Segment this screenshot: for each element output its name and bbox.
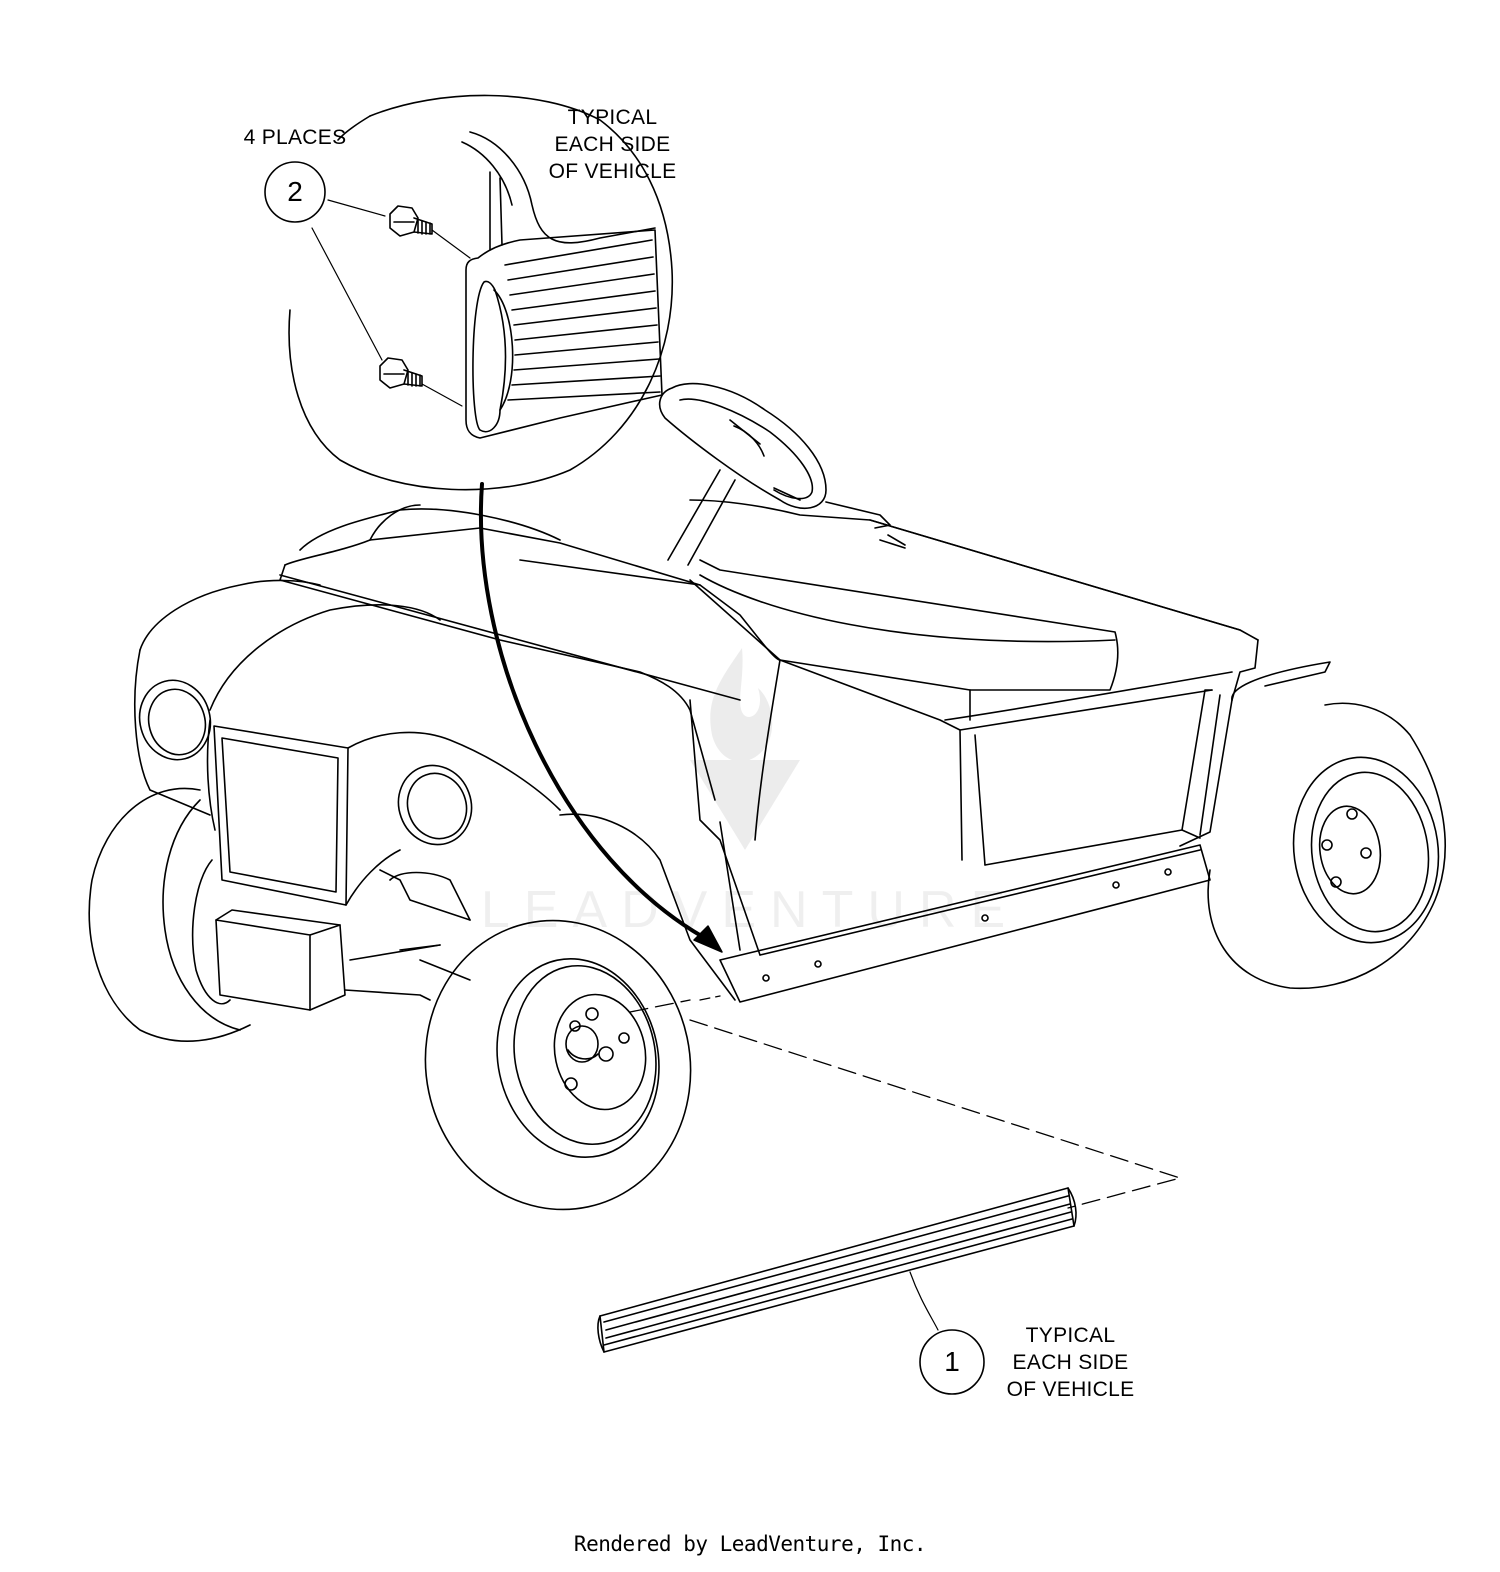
detail-note-line: EACH SIDE	[554, 133, 671, 156]
callout-circle-2	[264, 161, 326, 223]
trim-molding-strip	[597, 1187, 1077, 1353]
callout-1-number: 1	[944, 1346, 960, 1377]
part-note: TYPICAL EACH SIDE OF VEHICLE	[993, 1322, 1148, 1403]
part-note-line: EACH SIDE	[1012, 1351, 1129, 1374]
detail-note-line: OF VEHICLE	[548, 160, 677, 183]
front-bumper	[215, 919, 311, 1011]
callout-2-number: 2	[287, 176, 303, 207]
steering-wheel-icon	[658, 382, 827, 566]
detail-note: TYPICAL EACH SIDE OF VEHICLE	[535, 104, 690, 185]
watermark-logo-icon	[690, 648, 800, 850]
rocker-panel	[719, 844, 1211, 1003]
headlight-icon	[138, 679, 212, 761]
detail-circle-outline	[288, 94, 674, 491]
detail-trim-molding	[465, 229, 663, 439]
part-note-line: TYPICAL	[1025, 1324, 1116, 1347]
watermark-text: LEADVENTURE	[480, 881, 1020, 939]
detail-view	[288, 94, 674, 491]
front-right-wheel-icon	[424, 919, 692, 1211]
rear-wheel-icon	[1207, 702, 1446, 990]
callout-circle-1	[919, 1329, 985, 1395]
detail-molding-ribs	[504, 239, 661, 401]
rendered-by-footer: Rendered by LeadVenture, Inc.	[573, 1532, 927, 1556]
golf-cart-body	[134, 382, 1331, 1011]
screw-icon	[389, 205, 471, 259]
front-left-wheel-icon	[88, 787, 251, 1042]
part-note-line: OF VEHICLE	[1006, 1378, 1135, 1401]
screw-icon	[379, 357, 463, 407]
detail-arrow	[479, 482, 723, 953]
detail-note-line: TYPICAL	[567, 106, 658, 129]
headlight-icon	[397, 764, 473, 846]
four-places-label: 4 PLACES	[243, 126, 347, 149]
assembly-dashed-line	[629, 999, 1181, 1209]
